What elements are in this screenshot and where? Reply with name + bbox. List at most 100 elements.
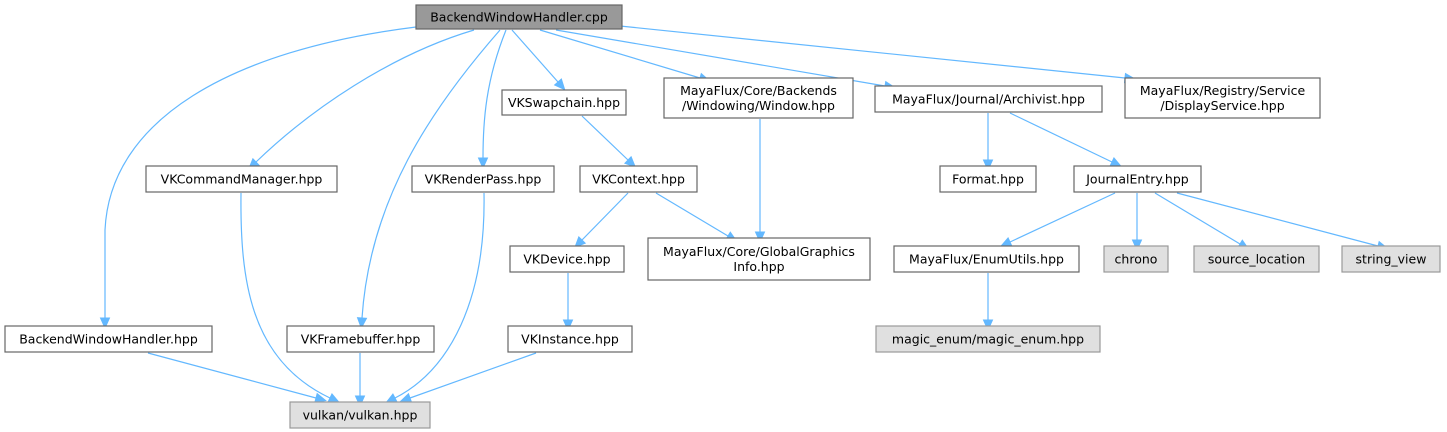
node-label: Format.hpp xyxy=(952,172,1024,187)
edge-line xyxy=(255,29,475,163)
node-label: VKInstance.hpp xyxy=(521,332,619,347)
edge-journalentry-to-enumutils xyxy=(999,192,1116,247)
node-box xyxy=(1193,245,1320,273)
edge-line xyxy=(394,192,485,399)
node-box xyxy=(1341,245,1441,273)
node-label: VKDevice.hpp xyxy=(523,252,610,267)
node-enumutils[interactable]: MayaFlux/EnumUtils.hpp xyxy=(893,245,1080,273)
node-label: chrono xyxy=(1115,252,1158,267)
node-box xyxy=(509,245,625,273)
edge-line xyxy=(581,115,629,161)
node-format[interactable]: Format.hpp xyxy=(939,165,1037,193)
edge-line xyxy=(619,25,1126,79)
node-box xyxy=(1073,165,1202,193)
node-bwh_hpp[interactable]: BackendWindowHandler.hpp xyxy=(4,325,213,353)
edge-instance-to-vulkan xyxy=(399,352,537,403)
edge-device-to-instance xyxy=(562,273,574,332)
node-label: MayaFlux/Core/GlobalGraphics xyxy=(663,244,855,259)
node-root[interactable]: BackendWindowHandler.cpp xyxy=(415,4,623,30)
node-label: VKCommandManager.hpp xyxy=(161,172,323,187)
arrowhead-icon xyxy=(623,155,637,168)
edge-journalentry-to-chrono xyxy=(1131,193,1143,252)
arrowhead-icon xyxy=(354,395,366,408)
nodes-layer: BackendWindowHandler.cppVKSwapchain.hppM… xyxy=(4,4,1441,429)
arrowhead-icon xyxy=(356,317,368,330)
arrowhead-icon xyxy=(562,319,574,332)
node-cmdmanager[interactable]: VKCommandManager.hpp xyxy=(145,165,338,193)
node-label: JournalEntry.hpp xyxy=(1085,172,1189,187)
node-context[interactable]: VKContext.hpp xyxy=(579,165,698,193)
node-box xyxy=(411,165,555,193)
arrowhead-icon xyxy=(477,157,489,170)
node-label: VKContext.hpp xyxy=(592,172,685,187)
node-label: MayaFlux/Journal/Archivist.hpp xyxy=(892,92,1085,107)
node-displayservice[interactable]: MayaFlux/Registry/Service/DisplayService… xyxy=(1124,77,1321,119)
edge-window-to-globalgfx xyxy=(754,119,766,244)
node-box xyxy=(1124,77,1321,119)
arrowhead-icon xyxy=(399,392,413,403)
arrowhead-icon xyxy=(574,235,587,249)
node-sourcelocation: source_location xyxy=(1193,245,1320,273)
edge-line xyxy=(539,29,701,79)
node-label: BackendWindowHandler.cpp xyxy=(430,10,608,25)
node-label: string_view xyxy=(1356,252,1427,267)
edges-layer xyxy=(99,25,1389,408)
node-archivist[interactable]: MayaFlux/Journal/Archivist.hpp xyxy=(874,85,1103,113)
arrowhead-icon xyxy=(999,237,1013,247)
node-label: VKRenderPass.hpp xyxy=(425,172,542,187)
node-box xyxy=(1103,245,1169,273)
node-swapchain[interactable]: VKSwapchain.hpp xyxy=(501,89,627,116)
node-box xyxy=(289,401,431,429)
edge-line xyxy=(1176,192,1379,247)
edge-root-to-cmdmanager xyxy=(247,29,475,170)
node-box xyxy=(4,325,213,353)
edge-line xyxy=(581,192,629,241)
edge-line xyxy=(1009,112,1113,163)
node-renderpass[interactable]: VKRenderPass.hpp xyxy=(411,165,555,193)
node-instance[interactable]: VKInstance.hpp xyxy=(507,325,633,353)
node-box xyxy=(507,325,633,353)
edge-line xyxy=(361,29,501,319)
edge-line xyxy=(1154,192,1241,245)
node-vulkan: vulkan/vulkan.hpp xyxy=(289,401,431,429)
edge-cmdmanager-to-vulkan xyxy=(240,192,341,403)
edge-root-to-renderpass xyxy=(477,29,507,170)
node-label: source_location xyxy=(1208,252,1305,267)
node-journalentry[interactable]: JournalEntry.hpp xyxy=(1073,165,1202,193)
edge-enumutils-to-magicenum xyxy=(982,273,994,332)
edge-root-to-swapchain xyxy=(511,29,566,91)
node-device[interactable]: VKDevice.hpp xyxy=(509,245,625,273)
node-box xyxy=(501,89,627,116)
node-box xyxy=(874,85,1103,113)
edge-line xyxy=(1009,192,1116,243)
arrowhead-icon xyxy=(99,317,111,330)
node-box xyxy=(579,165,698,193)
node-window[interactable]: MayaFlux/Core/Backends/Windowing/Window.… xyxy=(663,77,854,119)
edge-bwh_hpp-to-vulkan xyxy=(147,352,327,403)
edge-line xyxy=(409,352,537,399)
node-label: magic_enum/magic_enum.hpp xyxy=(892,332,1084,347)
edge-line xyxy=(555,29,886,87)
node-label: MayaFlux/Core/Backends xyxy=(680,83,837,98)
edge-journalentry-to-stringview xyxy=(1176,192,1389,251)
node-box xyxy=(893,245,1080,273)
arrowhead-icon xyxy=(982,319,994,332)
edge-archivist-to-journalentry xyxy=(1009,112,1123,167)
node-framebuffer[interactable]: VKFramebuffer.hpp xyxy=(286,325,435,353)
edge-framebuffer-to-vulkan xyxy=(354,353,366,408)
edge-root-to-framebuffer xyxy=(356,29,501,330)
arrowhead-icon xyxy=(385,393,398,404)
edge-renderpass-to-vulkan xyxy=(385,192,485,404)
edge-archivist-to-format xyxy=(982,113,994,172)
node-box xyxy=(663,77,854,119)
node-box xyxy=(415,4,623,30)
edge-line xyxy=(482,29,507,159)
node-label: vulkan/vulkan.hpp xyxy=(303,408,418,423)
node-label: VKSwapchain.hpp xyxy=(508,95,620,110)
edge-context-to-globalgfx xyxy=(655,192,738,242)
node-box xyxy=(286,325,435,353)
arrowhead-icon xyxy=(1131,239,1143,252)
node-label: BackendWindowHandler.hpp xyxy=(19,332,198,347)
node-box xyxy=(875,325,1101,353)
